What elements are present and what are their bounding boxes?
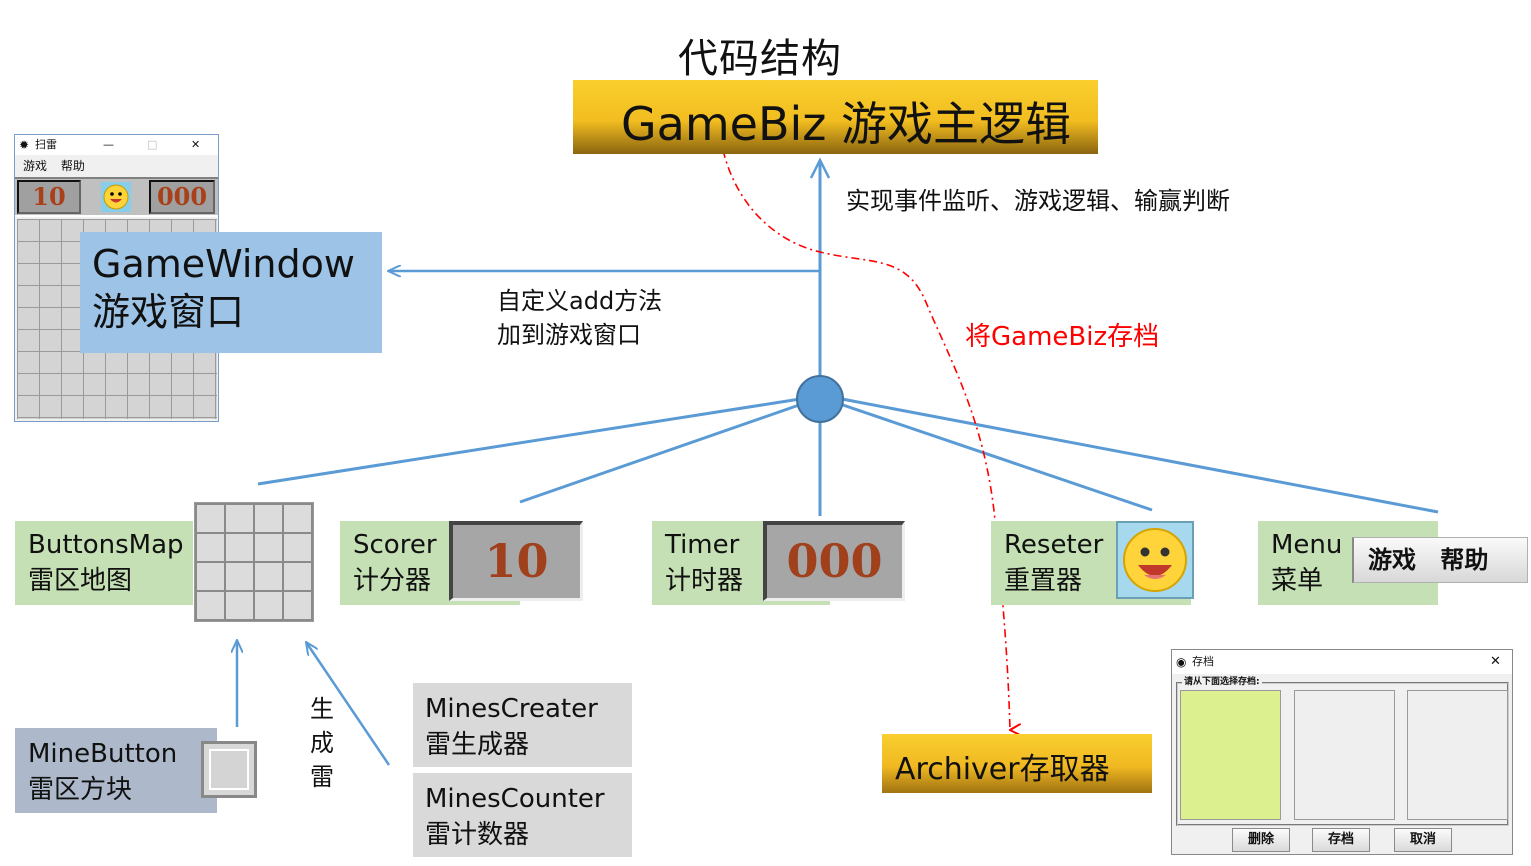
timer-widget-display: 000 — [763, 521, 905, 601]
menu-name: Menu — [1271, 530, 1343, 560]
minesweeper-menubar: 游戏 帮助 — [15, 155, 218, 177]
menu-widget-game: 游戏 — [1368, 545, 1416, 574]
generate-char-2: 成 — [310, 729, 334, 757]
minescounter-label: 雷计数器 — [425, 820, 530, 850]
archive-titlebar: ◉ 存档 ✕ — [1172, 650, 1512, 674]
minescreater-node: MinesCreater 雷生成器 — [413, 683, 632, 767]
archive-slot-selected[interactable] — [1180, 690, 1281, 820]
cancel-button[interactable]: 取消 — [1394, 828, 1452, 852]
java-app-icon: ◉ — [1176, 655, 1187, 669]
scorer-name: Scorer — [353, 530, 437, 560]
archiver-node: Archiver存取器 — [882, 734, 1152, 793]
hub-to-reseter — [839, 402, 1153, 512]
creater-to-map-arrow — [306, 642, 391, 766]
maximize-icon[interactable]: □ — [147, 138, 158, 151]
generate-char-1: 生 — [310, 695, 334, 723]
gamebiz-node: GameBiz 游戏主逻辑 — [573, 80, 1098, 154]
generate-mines-annotation: 生 成 雷 — [308, 692, 336, 794]
minesweeper-status-bar: 10 000 — [15, 177, 218, 217]
buttonsmap-node: ButtonsMap 雷区地图 — [15, 521, 193, 605]
minebutton-name: MineButton — [28, 739, 178, 769]
archive-slot-group: 请从下面选择存档: — [1176, 674, 1509, 826]
grid-icon — [194, 502, 314, 622]
delete-button[interactable]: 删除 — [1232, 828, 1290, 852]
smiley-face-icon[interactable] — [101, 182, 131, 212]
save-dashed-arrow — [722, 149, 1010, 730]
gamewindow-label: 游戏窗口 — [92, 290, 245, 334]
mine-button-icon — [201, 741, 257, 798]
close-icon[interactable]: ✕ — [1490, 654, 1501, 669]
gamewindow-name: GameWindow — [92, 242, 355, 286]
generate-char-3: 雷 — [310, 763, 334, 791]
events-annotation: 实现事件监听、游戏逻辑、输赢判断 — [846, 187, 1230, 215]
menu-label: 菜单 — [1271, 566, 1324, 596]
mine-app-icon: ✹ — [19, 138, 30, 152]
add-method-annotation: 自定义add方法 加到游戏窗口 — [497, 284, 662, 352]
reseter-label: 重置器 — [1004, 566, 1083, 596]
save-button[interactable]: 存档 — [1312, 828, 1370, 852]
minesweeper-title: 扫雷 — [35, 138, 57, 151]
menu-bar-widget: 游戏 帮助 — [1352, 537, 1528, 583]
minebutton-label: 雷区方块 — [28, 775, 133, 805]
timer-display: 000 — [149, 180, 215, 214]
gamebiz-arrowhead — [809, 157, 831, 179]
close-icon[interactable]: ✕ — [191, 138, 201, 151]
add-method-line-1: 自定义add方法 — [497, 287, 663, 315]
minesweeper-titlebar: ✹ 扫雷 — □ ✕ — [15, 135, 218, 155]
hub-to-buttonsmap — [257, 397, 801, 486]
reseter-name: Reseter — [1004, 530, 1104, 560]
scorer-label: 计分器 — [353, 566, 432, 596]
hub-to-scorer — [519, 402, 803, 504]
mine-count-display: 10 — [17, 180, 81, 214]
save-annotation: 将GameBiz存档 — [965, 322, 1160, 352]
archive-dialog: ◉ 存档 ✕ 请从下面选择存档: 删除 存档 取消 — [1171, 649, 1513, 855]
buttonsmap-label: 雷区地图 — [28, 566, 133, 596]
timer-name: Timer — [665, 530, 740, 560]
minescreater-name: MinesCreater — [425, 694, 598, 724]
menu-help[interactable]: 帮助 — [60, 159, 85, 173]
buttonsmap-name: ButtonsMap — [28, 530, 184, 560]
minebutton-node: MineButton 雷区方块 — [15, 728, 217, 813]
timer-label: 计时器 — [665, 566, 744, 596]
archive-slot[interactable] — [1294, 690, 1395, 820]
hub-to-menu — [841, 397, 1439, 514]
diagram-title: 代码结构 — [678, 36, 842, 82]
minescreater-label: 雷生成器 — [425, 730, 530, 760]
hub-node — [796, 375, 844, 423]
gamewindow-node: GameWindow 游戏窗口 — [80, 232, 382, 353]
minescounter-name: MinesCounter — [425, 784, 605, 814]
archive-slot[interactable] — [1407, 690, 1508, 820]
archive-title: 存档 — [1192, 655, 1214, 668]
menu-game[interactable]: 游戏 — [23, 159, 48, 173]
minimize-icon[interactable]: — — [103, 138, 114, 151]
minescounter-node: MinesCounter 雷计数器 — [413, 773, 632, 857]
score-display: 10 — [449, 521, 583, 601]
archive-prompt: 请从下面选择存档: — [1182, 674, 1262, 687]
menu-widget-help: 帮助 — [1440, 545, 1489, 574]
smiley-face-icon — [1116, 521, 1194, 599]
add-method-line-2: 加到游戏窗口 — [497, 321, 641, 349]
